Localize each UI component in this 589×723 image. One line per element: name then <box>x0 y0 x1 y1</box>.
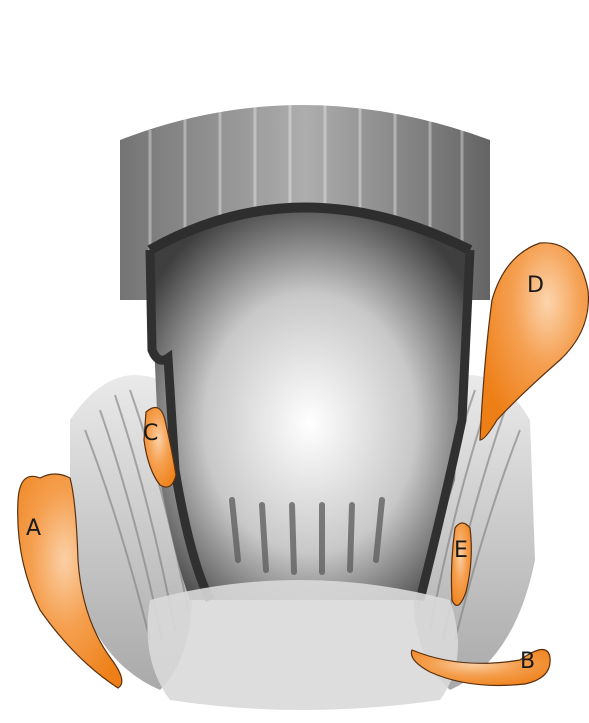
anal-canal-lumen <box>150 208 470 601</box>
label-e: E <box>454 538 468 563</box>
label-d: D <box>527 273 544 298</box>
label-a: A <box>26 516 41 541</box>
label-b: B <box>520 649 535 674</box>
label-c: C <box>143 421 158 446</box>
anal-verge <box>148 580 459 710</box>
